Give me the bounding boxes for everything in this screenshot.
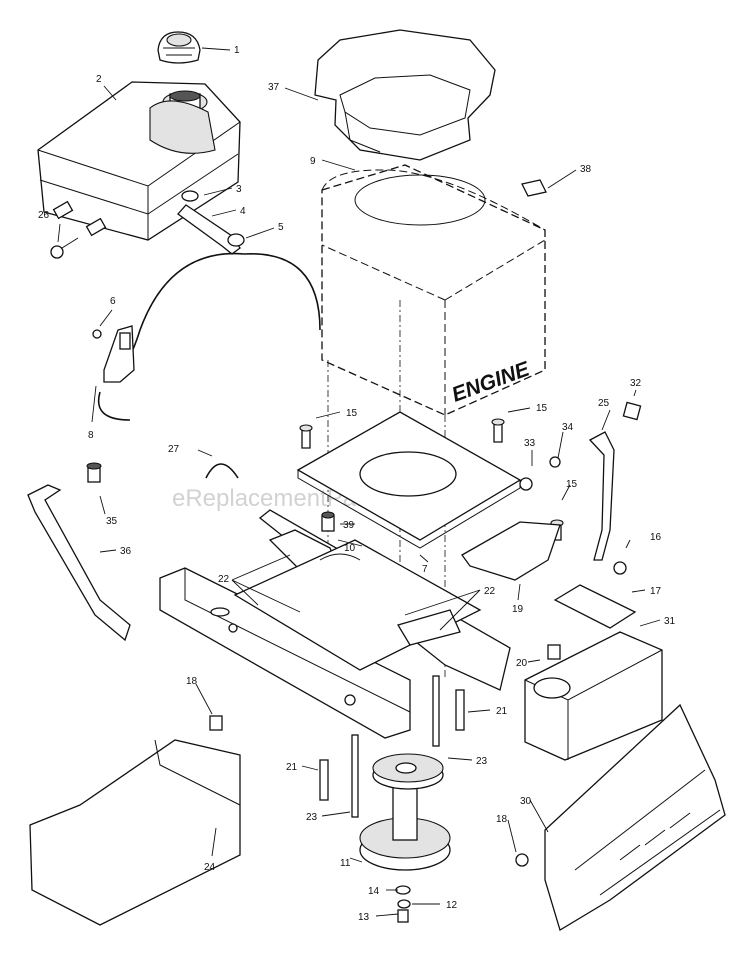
- part-34: [549, 456, 561, 468]
- callout: 10: [344, 543, 356, 554]
- bracket-17: [553, 584, 637, 629]
- callout: 8: [88, 430, 94, 441]
- callout: 18: [496, 814, 508, 825]
- callout: 14: [368, 886, 380, 897]
- callout: 15: [346, 408, 358, 419]
- spacer-39: [321, 511, 335, 532]
- bolt-13: [397, 909, 409, 923]
- pipe-25: [588, 431, 615, 561]
- pulley: [359, 753, 451, 871]
- callout: 4: [240, 206, 246, 217]
- bolt-35: [86, 462, 102, 483]
- callout: 3: [236, 184, 242, 195]
- washer-14: [395, 885, 411, 895]
- callout: 16: [650, 532, 662, 543]
- engine-plate: [296, 411, 522, 549]
- rod-23: [351, 734, 359, 818]
- frame: [159, 509, 511, 739]
- bolt-15: [491, 418, 505, 443]
- rod-36: [27, 484, 131, 642]
- callout: 21: [286, 762, 298, 773]
- callout: 32: [630, 378, 642, 389]
- callout: 27: [168, 444, 180, 455]
- engine-block: ENGINE: [321, 164, 546, 416]
- screw-18b: [515, 853, 529, 867]
- callout: 31: [664, 616, 676, 627]
- callout: 17: [650, 586, 662, 597]
- engine-shroud: [314, 29, 496, 161]
- callout: 23: [476, 756, 488, 767]
- callout: 1: [234, 45, 240, 56]
- part-32: [622, 401, 642, 421]
- leader-lines: [57, 47, 661, 917]
- bolt-15: [299, 424, 313, 449]
- rod-23: [432, 675, 440, 747]
- callout: 22: [484, 586, 496, 597]
- screw-16: [613, 561, 627, 575]
- fuel-cap: [157, 31, 201, 64]
- callout: 36: [120, 546, 132, 557]
- callout: 11: [340, 858, 351, 869]
- part-33: [519, 477, 533, 491]
- callout: 13: [358, 912, 370, 923]
- part-38: [521, 179, 547, 197]
- callout: 37: [268, 82, 280, 93]
- callout: 35: [106, 516, 118, 527]
- throttle-control: [92, 252, 321, 421]
- screw-26: [50, 237, 79, 259]
- fuel-hose: [177, 190, 245, 255]
- callout: 26: [38, 210, 50, 221]
- callout: 19: [512, 604, 524, 615]
- callout: 7: [422, 564, 428, 575]
- fuel-tank: [37, 81, 241, 241]
- callout: 25: [598, 398, 610, 409]
- muffler: [524, 631, 663, 761]
- callout: 23: [306, 812, 318, 823]
- callout: 2: [96, 74, 102, 85]
- callout: 9: [310, 156, 316, 167]
- callout: 22: [218, 574, 230, 585]
- callout: 5: [278, 222, 284, 233]
- shield-24: [29, 739, 241, 926]
- callouts: 1 2 3 4 5 6 7 8 9 10 11 12 13 14 15 15 1…: [38, 45, 676, 923]
- callout: 15: [536, 403, 548, 414]
- heat-shield: [544, 703, 726, 931]
- bolt-21: [455, 689, 465, 731]
- callout: 38: [580, 164, 592, 175]
- callout: 30: [520, 796, 532, 807]
- callout: 39: [343, 520, 355, 531]
- wire-27: [205, 463, 239, 479]
- callout: 34: [562, 422, 574, 433]
- bracket-19: [461, 521, 561, 581]
- bolt-21: [319, 759, 329, 801]
- callout: 12: [446, 900, 458, 911]
- callout: 20: [516, 658, 528, 669]
- callout: 15: [566, 479, 578, 490]
- bolt-20: [547, 644, 561, 660]
- callout: 6: [110, 296, 116, 307]
- screw-18: [209, 715, 223, 731]
- callout: 33: [524, 438, 536, 449]
- callout: 21: [496, 706, 508, 717]
- callout: 24: [204, 862, 216, 873]
- nut-12: [397, 899, 411, 909]
- callout: 18: [186, 676, 198, 687]
